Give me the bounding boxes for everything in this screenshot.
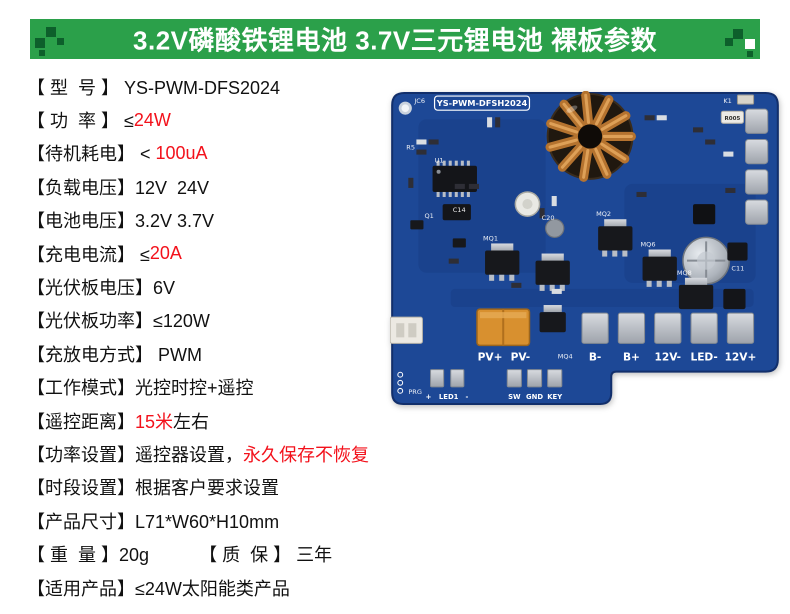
svg-text:KEY: KEY	[547, 393, 563, 401]
svg-text:GND: GND	[526, 393, 543, 401]
text-segment: 15米	[135, 411, 174, 432]
spec-row-pv-voltage: 【光伏板电压】6V	[27, 270, 399, 303]
pv-terminal-orange	[476, 308, 531, 347]
spec-row-charge-mode: 【充放电方式】 PWM	[27, 337, 399, 370]
svg-text:Q1: Q1	[424, 212, 433, 220]
spec-list: 【 型 号 】 YS-PWM-DFS2024 【 功 率 】 ≤24W 【待机耗…	[27, 70, 399, 604]
svg-text:-: -	[465, 393, 468, 401]
text-segment: 【适用产品】≤24W太阳能类产品	[27, 578, 290, 599]
text-segment: 20A	[149, 243, 182, 264]
text-segment: 【 重 量 】20g	[27, 545, 150, 566]
text-segment: 【光伏板电压】6V	[27, 278, 176, 299]
svg-text:PRG: PRG	[408, 388, 422, 396]
ceramic-capacitor-white	[514, 191, 541, 217]
svg-text:+: +	[426, 393, 432, 401]
sot23-transistors	[410, 220, 466, 248]
svg-text:JC6: JC6	[413, 97, 425, 105]
svg-text:K1: K1	[723, 97, 731, 105]
spec-row-work-mode: 【工作模式】光控时控+遥控	[27, 371, 399, 404]
pixel-decoration-left	[35, 19, 75, 59]
pcb-svg: YS-PWM-DFSH2024	[390, 91, 779, 405]
svg-text:YS-PWM-DFSH2024: YS-PWM-DFSH2024	[436, 98, 528, 108]
spec-row-application: 【适用产品】≤24W太阳能类产品	[27, 571, 399, 604]
text-segment: 【 功 率 】 ≤	[27, 111, 134, 132]
mosfet-packages	[485, 204, 748, 310]
svg-text:MQ8: MQ8	[677, 269, 692, 277]
spec-row-power-set: 【功率设置】遥控器设置，永久保存不恢复	[27, 437, 399, 470]
spec-row-time-set: 【时段设置】根据客户要求设置	[27, 471, 399, 504]
header-banner: 3.2V磷酸铁锂电池 3.7V三元锂电池 裸板参数	[30, 19, 760, 59]
spec-row-pv-power: 【光伏板功率】≤120W	[27, 304, 399, 337]
shunt-resistor: R005	[720, 110, 745, 124]
text-segment: 【充电电流】 ≤	[27, 244, 150, 265]
svg-text:MQ6: MQ6	[641, 240, 656, 248]
pcb-photo: YS-PWM-DFSH2024	[390, 91, 780, 406]
spec-row-model: 【 型 号 】 YS-PWM-DFS2024	[27, 70, 399, 103]
text-segment: 【电池电压】3.2V 3.7V	[27, 211, 215, 232]
mq4-package	[539, 305, 566, 333]
svg-text:B-: B-	[589, 352, 601, 364]
spec-row-batt-voltage: 【电池电压】3.2V 3.7V	[27, 204, 399, 237]
text-segment: 【 型 号 】 YS-PWM-DFS2024	[27, 77, 281, 98]
text-segment: 【产品尺寸】L71*W60*H10mm	[27, 511, 280, 532]
k1-component	[736, 94, 755, 105]
svg-text:12V-: 12V-	[654, 352, 681, 364]
text-segment: 【功率设置】遥控器设置，	[27, 444, 243, 465]
text-segment	[149, 544, 199, 565]
svg-text:U1: U1	[435, 157, 444, 165]
svg-text:MQ4: MQ4	[558, 353, 573, 361]
text-segment: 【待机耗电】 <	[27, 144, 156, 165]
svg-text:LED-: LED-	[690, 352, 717, 364]
spec-row-size: 【产品尺寸】L71*W60*H10mm	[27, 504, 399, 537]
svg-text:LED1: LED1	[439, 393, 459, 401]
terminal-pads	[581, 312, 755, 344]
ic-u1	[432, 160, 477, 198]
spec-row-power: 【 功 率 】 ≤24W	[27, 103, 399, 136]
svg-text:SW: SW	[508, 393, 521, 401]
text-segment: 【光伏板功率】≤120W	[27, 311, 210, 332]
text-segment: 【 质 保 】 三年	[199, 545, 333, 566]
svg-text:R005: R005	[724, 116, 740, 122]
text-segment: 【工作模式】光控时控+遥控	[27, 378, 254, 399]
spec-row-standby: 【待机耗电】 < 100uA	[27, 137, 399, 170]
terminal-pad-labels: PV+ PV- B- B+ 12V- LED- 12V+ MQ4	[478, 352, 757, 364]
toroid-inductor	[545, 91, 636, 182]
silkscreen-labels: JC6 U1 R5 C14 Q1 MQ1 C20 MQ2 MQ6 MQ8 C11…	[406, 97, 744, 277]
capacitor-gray	[545, 218, 565, 238]
svg-text:MQ2: MQ2	[596, 210, 611, 218]
prg-header: PRG	[397, 371, 422, 396]
svg-text:C14: C14	[453, 206, 466, 214]
svg-text:12V+: 12V+	[725, 352, 757, 364]
pixel-decoration-right	[715, 19, 755, 59]
text-segment: 【负载电压】12V 24V	[27, 177, 210, 198]
svg-text:B+: B+	[623, 352, 640, 364]
svg-text:C11: C11	[731, 265, 744, 273]
text-segment: 【时段设置】根据客户要求设置	[27, 478, 279, 499]
svg-text:MQ1: MQ1	[483, 234, 498, 242]
text-segment: 24W	[133, 109, 171, 130]
spec-row-load-voltage: 【负载电压】12V 24V	[27, 170, 399, 203]
text-segment: 【充放电方式】 PWM	[27, 344, 202, 365]
svg-text:PV+: PV+	[478, 352, 503, 364]
spec-row-charge-curr: 【充电电流】 ≤20A	[27, 237, 399, 270]
board-model-label: YS-PWM-DFSH2024	[433, 95, 531, 111]
jst-connector	[390, 316, 423, 344]
svg-text:PV-: PV-	[511, 352, 531, 364]
heatsink-strips	[745, 108, 769, 225]
electrolytic-capacitor	[682, 236, 731, 285]
text-segment: 永久保存不恢复	[243, 444, 369, 465]
svg-text:C20: C20	[542, 214, 555, 222]
spec-row-weight-warranty: 【 重 量 】20g 【 质 保 】 三年	[27, 537, 399, 570]
text-segment: 100uA	[155, 142, 208, 163]
header-title: 3.2V磷酸铁锂电池 3.7V三元锂电池 裸板参数	[133, 25, 657, 56]
passive-components	[408, 115, 736, 294]
text-segment: 左右	[173, 411, 210, 432]
text-segment: 【遥控距离】	[27, 411, 135, 432]
led1-pads: + LED1 -	[426, 369, 468, 401]
mounting-hole	[398, 101, 412, 115]
spec-row-remote-range: 【遥控距离】15米左右	[27, 404, 399, 437]
svg-text:R5: R5	[406, 144, 415, 152]
aux-pads: SW GND KEY	[506, 369, 563, 401]
ic-small	[442, 204, 471, 221]
